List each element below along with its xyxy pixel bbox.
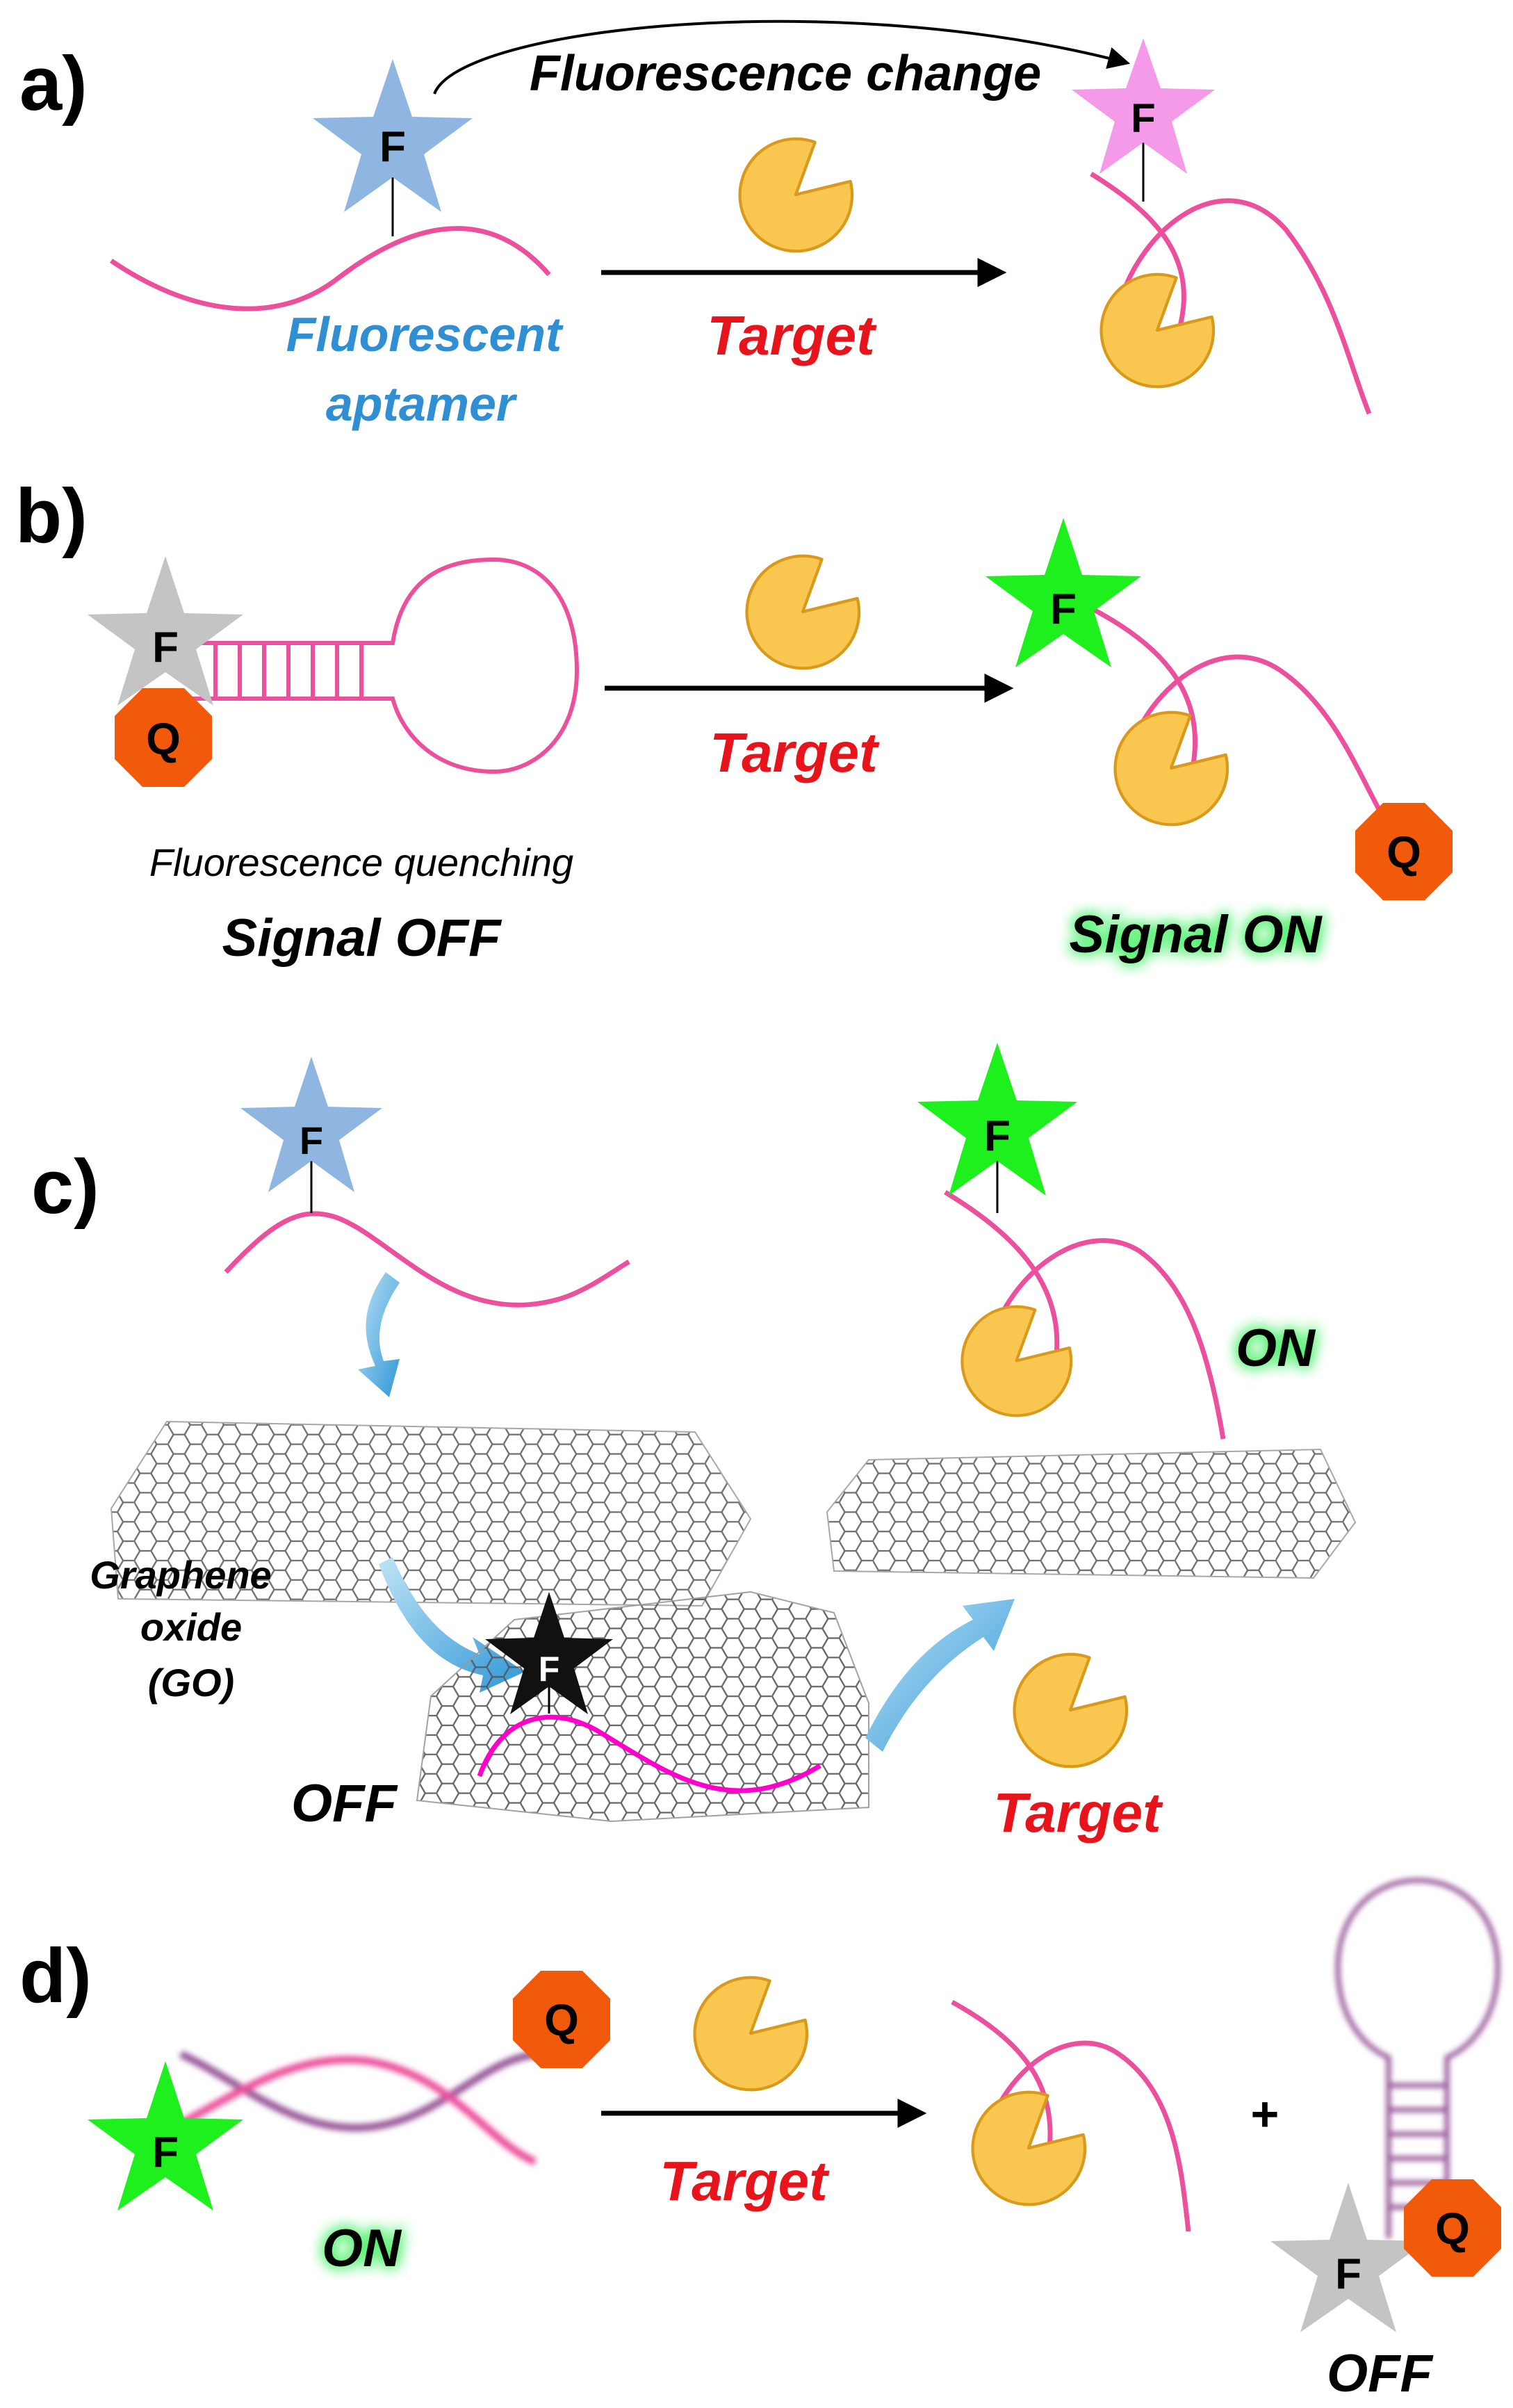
panel-c-fluor-letter: F bbox=[300, 1118, 323, 1162]
panel-c-green-star-icon bbox=[917, 1043, 1077, 1196]
panel-b: b) F Q Fluorescence quenching Signal OFF… bbox=[15, 473, 1453, 968]
panel-b-gray-star-icon bbox=[88, 556, 243, 706]
panel-c-go-label-2: oxide bbox=[140, 1605, 242, 1649]
panel-d-green-star-icon bbox=[88, 2061, 243, 2211]
panel-b-quencher-icon-2 bbox=[1355, 803, 1453, 900]
panel-c: c) F Graphene oxide (GO) F OFF F ON bbox=[31, 1043, 1357, 1844]
panel-b-on-label: Signal ON bbox=[1069, 905, 1323, 964]
panel-b-quench-label: Fluorescence quenching bbox=[149, 840, 573, 884]
panel-c-blue-star-icon bbox=[240, 1057, 382, 1192]
panel-a: a) F Fluorescence change Target Fluoresc… bbox=[19, 19, 1372, 431]
panel-d-off-label: OFF bbox=[1327, 2344, 1434, 2403]
panel-b-quencher-letter-2: Q bbox=[1387, 827, 1421, 877]
panel-d-target-icon bbox=[695, 1978, 807, 2090]
panel-b-fluor-letter: F bbox=[152, 624, 179, 672]
panel-b-target-label: Target bbox=[710, 722, 880, 783]
panel-a-target-label: Target bbox=[707, 304, 877, 366]
panel-b-quencher-icon bbox=[115, 688, 212, 787]
panel-c-go-label-1: Graphene bbox=[90, 1553, 271, 1597]
panel-a-pink-star-icon bbox=[1072, 38, 1215, 174]
panel-d-fluor-letter-2: F bbox=[1335, 2250, 1361, 2298]
panel-d-quencher-icon-2 bbox=[1404, 2179, 1501, 2277]
panel-a-letter: a) bbox=[19, 41, 88, 127]
panel-c-fluor-letter-2: F bbox=[539, 1650, 560, 1689]
panel-c-adsorbed-aptamer bbox=[477, 1714, 821, 1793]
panel-a-bound-target-icon bbox=[1102, 275, 1214, 387]
panel-c-graphene-sheet-3 bbox=[826, 1448, 1357, 1579]
panel-c-graphene-sheet-2 bbox=[416, 1591, 869, 1823]
panel-d-gray-star-icon bbox=[1270, 2183, 1426, 2332]
panel-c-go-label-3: (GO) bbox=[148, 1661, 234, 1705]
panel-b-hairpin bbox=[191, 557, 580, 774]
panel-c-off-label: OFF bbox=[291, 1774, 399, 1833]
panel-d: d) F Q ON Target + F Q bbox=[19, 1878, 1501, 2403]
panel-b-fluor-letter-2: F bbox=[1050, 585, 1077, 633]
panel-c-fluor-letter-3: F bbox=[984, 1112, 1011, 1160]
panel-c-release-arrow bbox=[865, 1599, 1015, 1752]
panel-a-aptamer-label-2: aptamer bbox=[326, 377, 518, 431]
panel-c-adsorb-arrow-1 bbox=[358, 1272, 400, 1397]
panel-c-target-icon bbox=[1015, 1654, 1127, 1767]
panel-a-target-icon bbox=[740, 139, 853, 252]
panel-a-fluor-letter: F bbox=[379, 123, 406, 171]
panel-b-quencher-letter: Q bbox=[146, 714, 181, 764]
panel-d-bound-target-icon bbox=[973, 2092, 1086, 2205]
panel-b-bound-target-icon bbox=[1115, 713, 1228, 825]
panel-a-blue-star-icon bbox=[313, 59, 473, 212]
panel-a-aptamer-label-1: Fluorescent bbox=[286, 307, 564, 361]
panel-d-fluor-letter: F bbox=[152, 2129, 179, 2177]
panel-a-change-label: Fluorescence change bbox=[530, 46, 1041, 101]
panel-a-aptamer-strand bbox=[110, 226, 551, 311]
panel-c-target-label: Target bbox=[993, 1782, 1163, 1844]
panel-d-quencher-icon bbox=[513, 1971, 610, 2068]
panel-d-letter: d) bbox=[19, 1933, 92, 2019]
panel-a-fluor-letter-2: F bbox=[1131, 96, 1155, 141]
panel-b-target-icon bbox=[747, 556, 860, 669]
panel-c-letter: c) bbox=[31, 1144, 99, 1230]
panel-d-quencher-letter: Q bbox=[544, 1995, 579, 2045]
panel-c-black-star-icon bbox=[485, 1592, 613, 1714]
panel-b-letter: b) bbox=[15, 473, 88, 559]
panel-d-plus: + bbox=[1251, 2087, 1279, 2141]
panel-a-change-arrow bbox=[433, 19, 1131, 95]
panel-b-green-star-icon bbox=[986, 518, 1141, 667]
panel-d-duplex bbox=[172, 2050, 550, 2166]
panel-b-off-label: Signal OFF bbox=[222, 909, 502, 968]
panel-d-target-label: Target bbox=[660, 2150, 830, 2212]
panel-c-on-label: ON bbox=[1236, 1319, 1316, 1378]
panel-d-quencher-letter-2: Q bbox=[1435, 2204, 1470, 2254]
panel-c-free-aptamer bbox=[224, 1211, 630, 1308]
panel-d-on-label: ON bbox=[322, 2219, 402, 2278]
